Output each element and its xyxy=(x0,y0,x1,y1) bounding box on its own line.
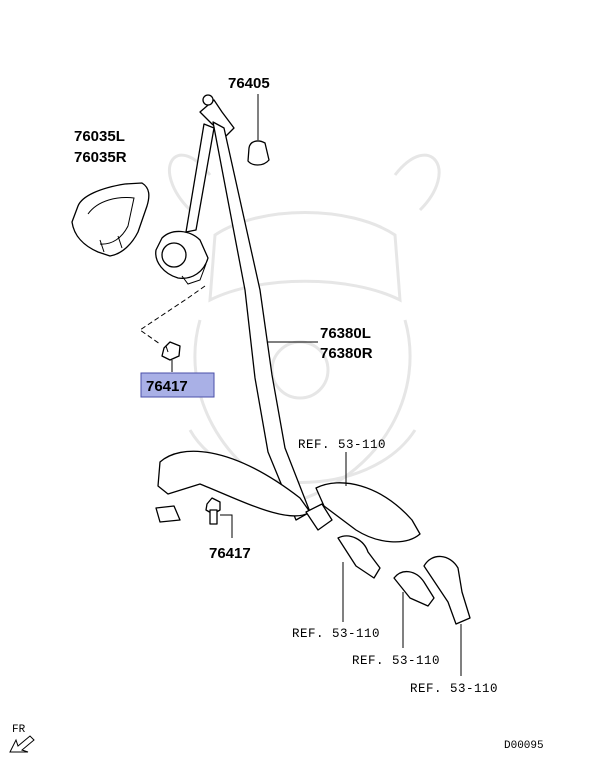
retractor-cover[interactable] xyxy=(71,182,150,257)
label-76035l[interactable]: 76035L xyxy=(74,128,125,145)
label-76405[interactable]: 76405 xyxy=(228,75,270,92)
seatbelt-webbing[interactable] xyxy=(155,94,311,523)
front-direction-indicator: FR xyxy=(9,724,35,753)
label-ref-1[interactable]: REF. 53-110 xyxy=(292,627,380,641)
diagram-code: D00095 xyxy=(504,740,544,752)
label-76417-lower[interactable]: 76417 xyxy=(209,545,251,562)
anchor-cover-76405[interactable] xyxy=(247,140,270,166)
label-ref-3[interactable]: REF. 53-110 xyxy=(410,682,498,696)
highlight-76417[interactable] xyxy=(140,372,215,398)
direction-arrow-icon xyxy=(9,735,35,753)
label-ref-2[interactable]: REF. 53-110 xyxy=(352,654,440,668)
label-76035r[interactable]: 76035R xyxy=(74,149,127,166)
bolt-upper[interactable] xyxy=(161,341,181,361)
buckle-assembly[interactable] xyxy=(305,482,471,625)
direction-label: FR xyxy=(12,724,26,736)
label-76380l[interactable]: 76380L xyxy=(320,325,371,342)
label-ref-top[interactable]: REF. 53-110 xyxy=(298,438,386,452)
retractor-unit[interactable] xyxy=(155,230,209,285)
bolt-lower[interactable] xyxy=(205,497,221,525)
leader-bolt-lower xyxy=(220,514,233,538)
label-76380r[interactable]: 76380R xyxy=(320,345,373,362)
mount-line xyxy=(139,285,206,345)
label-76417-upper[interactable]: 76417 xyxy=(146,378,188,395)
